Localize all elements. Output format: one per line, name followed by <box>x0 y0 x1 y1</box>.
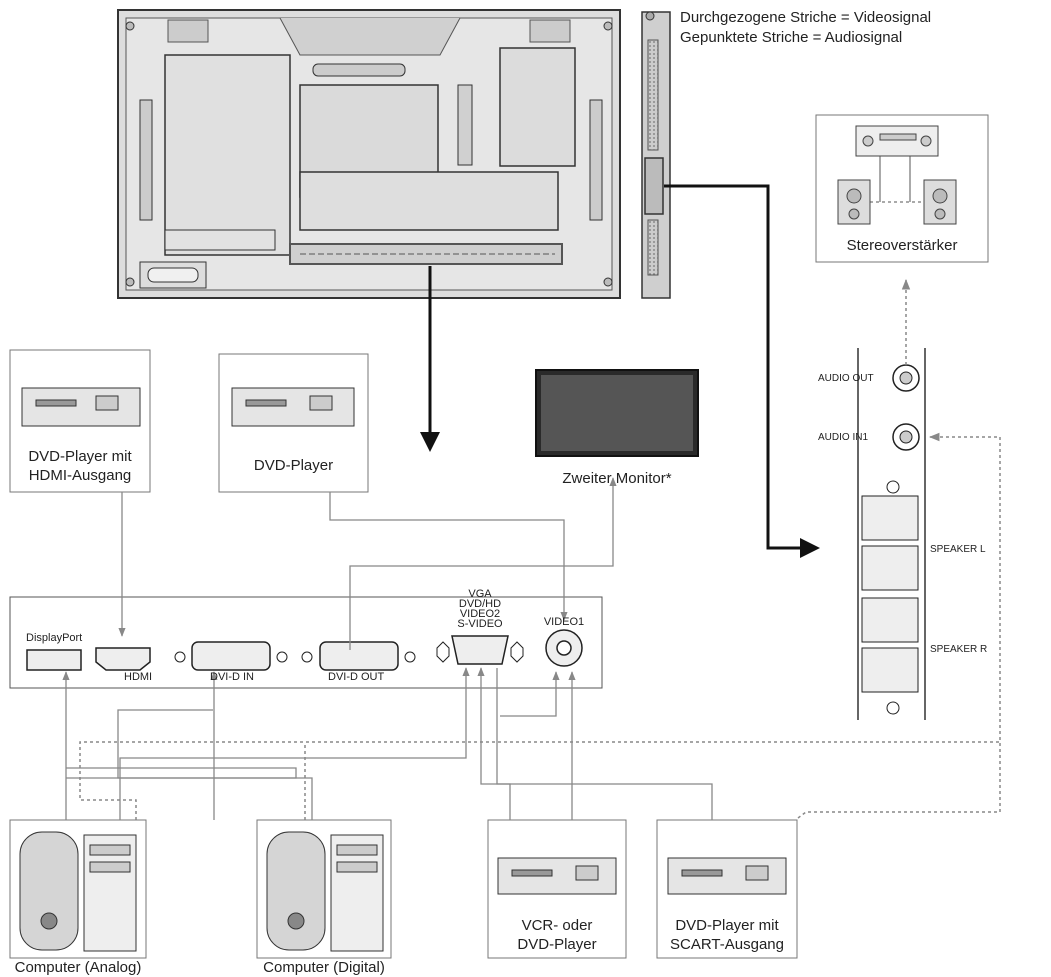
stereo-amplifier-label: Stereoverstärker <box>846 237 958 254</box>
side-panel <box>857 348 926 720</box>
dvd-scart-label-line1: DVD-Player mit <box>675 917 779 934</box>
computer-analog-label: Computer (Analog) <box>14 959 142 976</box>
audio-lines <box>79 278 1001 820</box>
stereo-amplifier <box>815 114 989 263</box>
speaker-l-label: SPEAKER L <box>930 544 986 555</box>
speaker-r-label: SPEAKER R <box>930 644 988 655</box>
second-monitor-label: Zweiter Monitor* <box>562 470 672 487</box>
dvd-hdmi-label-line2: HDMI-Ausgang <box>28 467 132 484</box>
dvd-scart-label-line2: SCART-Ausgang <box>670 936 784 953</box>
computer-digital-device <box>256 819 392 959</box>
computer-digital-label: Computer (Digital) <box>263 959 385 976</box>
s-video-label: S-VIDEO <box>457 618 503 630</box>
main-signal-lines <box>420 184 820 558</box>
monitor-rear-view <box>117 9 621 299</box>
vcr-dvd-label-line1: VCR- oder <box>521 917 593 934</box>
dvd-player-device <box>218 353 369 493</box>
dvd-hdmi-label-line1: DVD-Player mit <box>28 448 132 465</box>
vcr-dvd-label-line2: DVD-Player <box>517 936 597 953</box>
audio-in1-label: AUDIO IN1 <box>818 432 869 443</box>
video2-label: VIDEO2 <box>459 608 501 620</box>
dvd-hd-label: DVD/HD <box>458 598 502 610</box>
second-monitor-device <box>535 369 699 457</box>
dvd-player-label: DVD-Player <box>253 457 334 474</box>
hdmi-label: HDMI <box>124 671 153 683</box>
dvi-out-label: DVI-D OUT <box>328 671 385 683</box>
legend-solid: Durchgezogene Striche = Videosignal <box>680 9 932 26</box>
legend-dotted: Gepunktete Striche = Audiosignal <box>680 29 903 46</box>
video-lines <box>62 477 713 820</box>
vcr-dvd-device <box>487 819 627 959</box>
input-panel <box>9 596 603 689</box>
vga-label: VGA <box>468 588 492 600</box>
dvd-scart-device <box>656 819 798 959</box>
audio-out-label: AUDIO OUT <box>818 373 874 384</box>
monitor-side-view <box>641 11 671 299</box>
computer-analog-device <box>9 819 147 959</box>
dvi-in-label: DVI-D IN <box>210 671 254 683</box>
dvd-hdmi-device <box>9 349 151 493</box>
video1-label: VIDEO1 <box>543 616 585 628</box>
displayport-label: DisplayPort <box>26 632 83 644</box>
